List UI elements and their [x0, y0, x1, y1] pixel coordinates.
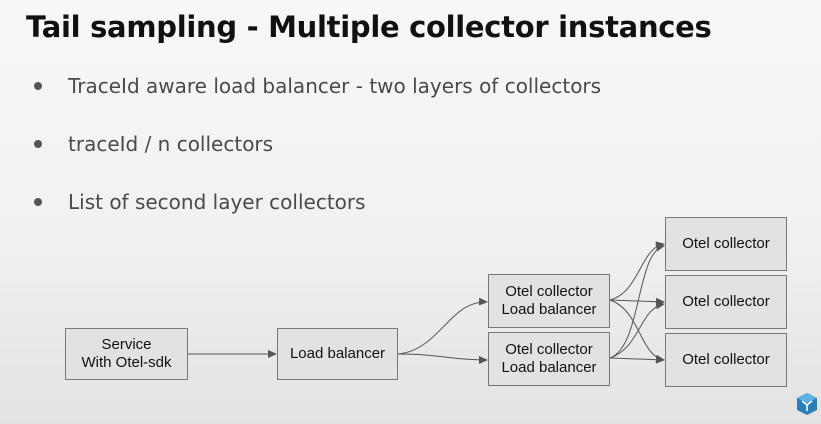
otel-collector-box-1: Otel collector — [665, 217, 787, 271]
arrow-bottom-to-c3 — [609, 355, 665, 364]
arrow-lb-to-second-top — [397, 297, 488, 355]
arrow-top-to-c3 — [609, 299, 665, 363]
otel-collector-box-2: Otel collector — [665, 275, 787, 329]
load-balancer-label: Load balancer — [289, 345, 386, 362]
second-layer-box-2: Otel collector Load balancer — [488, 332, 610, 386]
service-box: Service With Otel-sdk — [65, 328, 188, 380]
second-layer-label: Otel collector — [505, 341, 593, 358]
arrow-lb-to-second-bottom — [397, 353, 488, 364]
second-layer-sublabel: Load balancer — [501, 359, 597, 376]
bullet-dot-icon — [34, 198, 42, 206]
collector-label: Otel collector — [682, 351, 770, 368]
arrow-bottom-to-c2 — [609, 301, 665, 359]
service-label: Service — [101, 336, 152, 353]
load-balancer-box: Load balancer — [277, 328, 398, 380]
service-sublabel: With Otel-sdk — [81, 354, 172, 371]
second-layer-sublabel: Load balancer — [501, 301, 597, 318]
arrow-bottom-to-c1 — [609, 243, 665, 359]
second-layer-box-1: Otel collector Load balancer — [488, 274, 610, 328]
slide-title: Tail sampling - Multiple collector insta… — [26, 10, 712, 44]
otel-collector-box-3: Otel collector — [665, 333, 787, 387]
arrow-top-to-c2 — [609, 297, 665, 306]
bullet-text: TraceId aware load balancer - two layers… — [68, 74, 602, 98]
bullet-text: traceId / n collectors — [68, 132, 274, 156]
collector-label: Otel collector — [682, 235, 770, 252]
collector-label: Otel collector — [682, 293, 770, 310]
bullet-dot-icon — [34, 82, 42, 90]
second-layer-label: Otel collector — [505, 283, 593, 300]
arrow-top-to-c1 — [609, 241, 665, 301]
bullet-text: List of second layer collectors — [68, 190, 366, 214]
cube-logo-icon — [797, 393, 817, 415]
bullet-dot-icon — [34, 140, 42, 148]
